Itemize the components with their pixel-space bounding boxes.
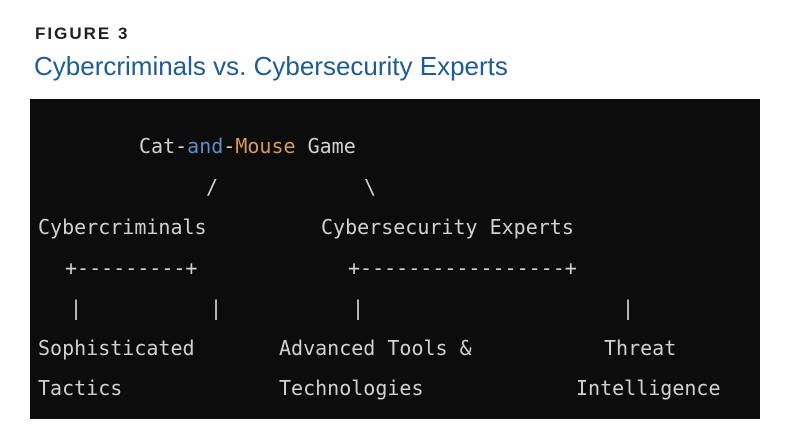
figure-title: Cybercriminals vs. Cybersecurity Experts <box>34 51 508 81</box>
connector-right: +-----------------+ <box>348 256 577 280</box>
root-dash: - <box>223 134 236 158</box>
diagram-panel: Cat-and-Mouse Game / \ Cybercriminals Cy… <box>30 99 760 419</box>
leaf-threat-line1: Threat <box>604 336 677 360</box>
root-game: Game <box>295 134 356 158</box>
root-and: and <box>187 134 224 158</box>
figure-label: FIGURE 3 <box>35 24 130 43</box>
leaf-sophisticated-line1: Sophisticated <box>38 336 195 360</box>
connector-left: +---------+ <box>65 256 198 280</box>
slash-left: / <box>206 175 219 199</box>
root-cat: Cat- <box>139 134 188 158</box>
slash-right: \ <box>364 175 377 199</box>
root-node: Cat-and-Mouse Game <box>139 134 356 158</box>
leaf-advanced-line2: Technologies <box>279 376 424 400</box>
leaf-sophisticated-line2: Tactics <box>38 376 123 400</box>
leaf-advanced-line1: Advanced Tools & <box>279 336 472 360</box>
branch-cybercriminals: Cybercriminals <box>38 215 207 239</box>
pipe-1: | <box>70 296 83 320</box>
leaf-threat-line2: Intelligence <box>576 376 721 400</box>
root-mouse: Mouse <box>235 134 296 158</box>
branch-cybersecurity-experts: Cybersecurity Experts <box>321 215 574 239</box>
pipe-2: | <box>210 296 223 320</box>
pipe-4: | <box>622 296 635 320</box>
pipe-3: | <box>352 296 365 320</box>
